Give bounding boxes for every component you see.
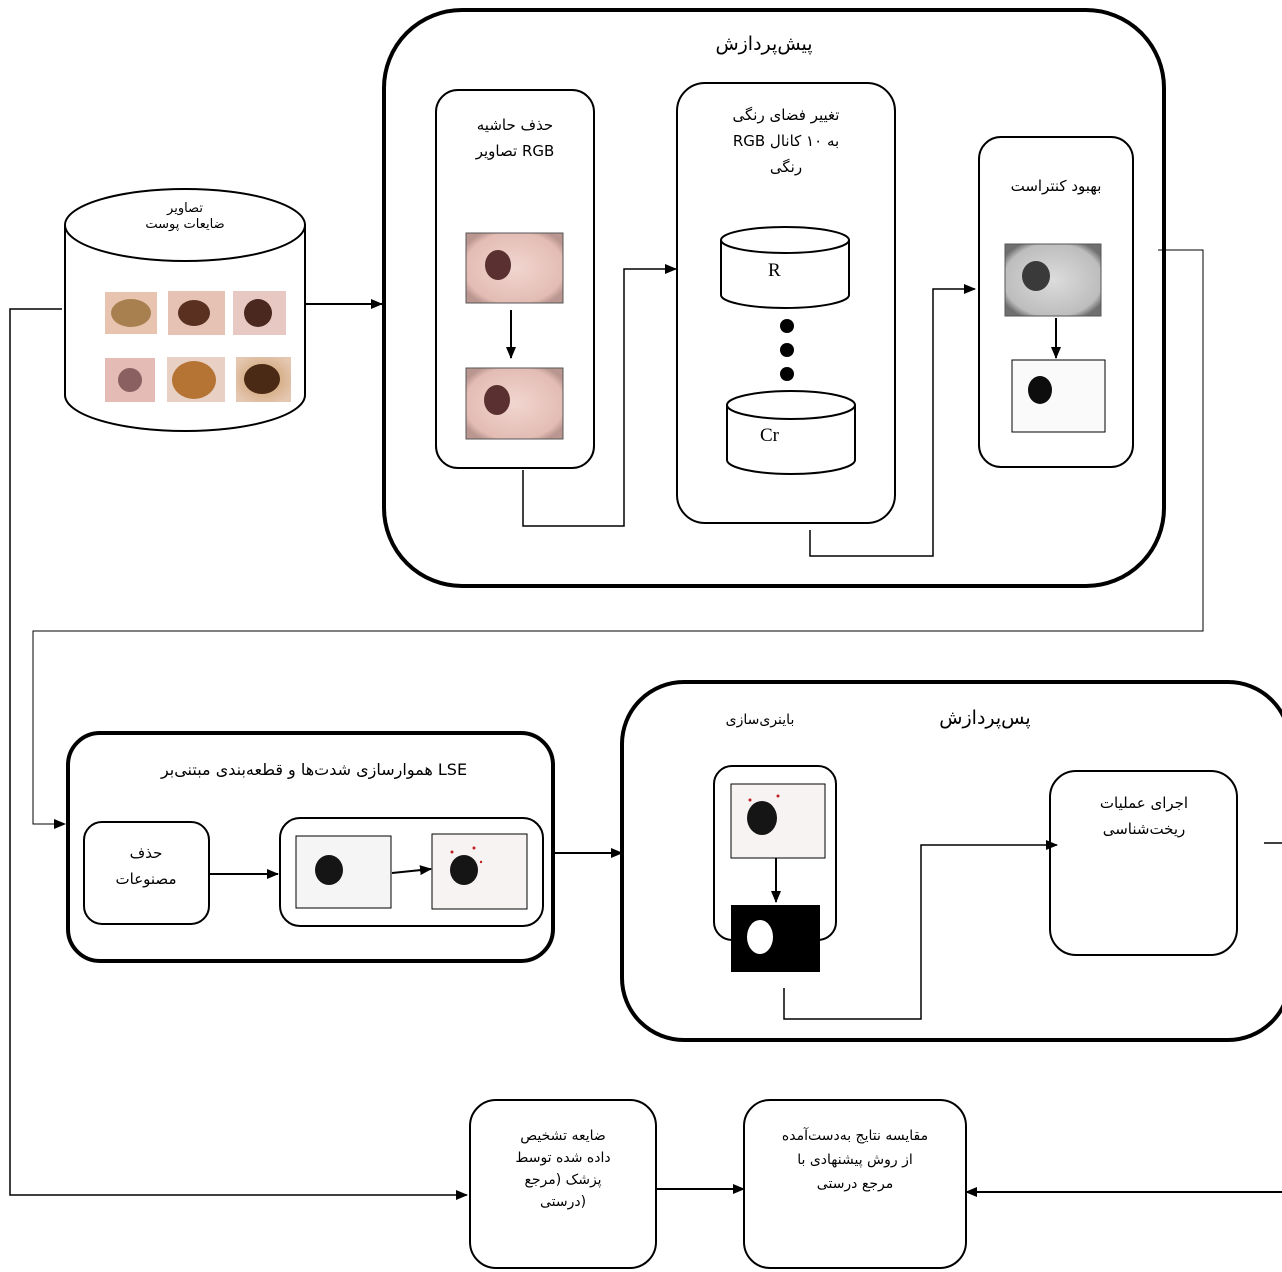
contrast-label: بهبود کنتراست bbox=[1011, 177, 1102, 195]
color-space-box bbox=[676, 82, 896, 524]
lesion-thumbnail bbox=[105, 358, 155, 402]
lesion-thumbnail bbox=[233, 291, 286, 335]
lesion-thumbnail bbox=[105, 292, 157, 334]
lesion-thumbnail bbox=[168, 291, 225, 335]
color-space-label-3: رنگی bbox=[770, 158, 802, 176]
border-removal-label-1: حذف حاشیه bbox=[477, 116, 553, 134]
ellipsis-dot bbox=[780, 319, 794, 333]
comparison-box bbox=[743, 1099, 967, 1269]
segmentation-title: هموارسازی شدت‌ها و قطعه‌بندی مبتنی‌بر LS… bbox=[160, 760, 467, 780]
channel-r-label: R bbox=[768, 260, 781, 281]
channel-cr-label: Cr bbox=[760, 425, 780, 446]
lesion-thumbnail bbox=[167, 357, 225, 402]
connector-border-to-colorspace bbox=[522, 264, 677, 527]
comparison-label-2: از روش پیشنهادی با bbox=[797, 1152, 913, 1168]
comparison-label-3: مرجع درستی bbox=[817, 1176, 893, 1192]
border-removal-output-image bbox=[465, 367, 564, 440]
border-removal-box bbox=[435, 89, 595, 469]
ground-truth-label-1: ضایعه تشخیص bbox=[520, 1128, 606, 1144]
morphology-label-2: ریخت‌شناسی bbox=[1103, 820, 1186, 838]
border-removal-label-2: تصاویر RGB bbox=[475, 142, 555, 160]
ground-truth-label-4: درستی) bbox=[540, 1194, 586, 1210]
ellipsis-dot bbox=[780, 343, 794, 357]
ellipsis-dot bbox=[780, 367, 794, 381]
channel-r-cylinder bbox=[720, 226, 850, 309]
smoothed-image bbox=[295, 835, 392, 909]
smoothing-images-box bbox=[279, 817, 544, 927]
postprocessing-panel bbox=[620, 680, 1282, 1042]
border-removal-input-image bbox=[465, 232, 564, 304]
arrow-smoothing-to-segmented bbox=[391, 865, 432, 876]
color-space-label-1: تغییر فضای رنگی bbox=[733, 106, 840, 124]
comparison-label-1: مقایسه نتایج به‌دست‌آمده bbox=[782, 1127, 928, 1144]
segmentation-panel bbox=[66, 731, 555, 963]
lesion-thumbnail bbox=[236, 357, 291, 402]
postprocessing-title: پس‌پردازش bbox=[939, 707, 1030, 729]
connector-binarization-to-morphology bbox=[783, 840, 1058, 1020]
contrast-output-image bbox=[1011, 359, 1106, 433]
contrast-box bbox=[978, 136, 1134, 468]
morphology-label-1: اجرای عملیات bbox=[1100, 794, 1188, 812]
ground-truth-box bbox=[469, 1099, 657, 1269]
binarization-label: باینری‌سازی bbox=[726, 712, 795, 728]
binary-mask-image bbox=[731, 905, 820, 972]
artifact-removal-label-2: مصنوعات bbox=[116, 870, 177, 888]
connector-contrast-to-segmentation bbox=[32, 249, 1204, 829]
database-label-2: ضایعات پوست bbox=[145, 217, 224, 232]
preprocessing-title: پیش‌پردازش bbox=[715, 33, 812, 55]
binarization-input-image bbox=[730, 783, 826, 859]
artifact-removal-label-1: حذف bbox=[130, 844, 163, 862]
segmented-image bbox=[431, 833, 528, 910]
color-space-label-2: RGB به ۱۰ کانال bbox=[733, 132, 839, 150]
channel-cr-cylinder bbox=[726, 390, 856, 475]
contrast-input-image bbox=[1004, 243, 1102, 317]
preprocessing-panel bbox=[382, 8, 1166, 588]
connector-colorspace-to-contrast bbox=[809, 284, 976, 557]
ground-truth-label-3: پزشک (مرجع bbox=[524, 1172, 601, 1188]
database-label-1: تصاویر bbox=[166, 201, 203, 216]
connector-database-to-ground-truth bbox=[9, 308, 468, 1200]
morphology-box bbox=[1049, 770, 1238, 956]
ground-truth-label-2: داده شده توسط bbox=[515, 1150, 610, 1166]
